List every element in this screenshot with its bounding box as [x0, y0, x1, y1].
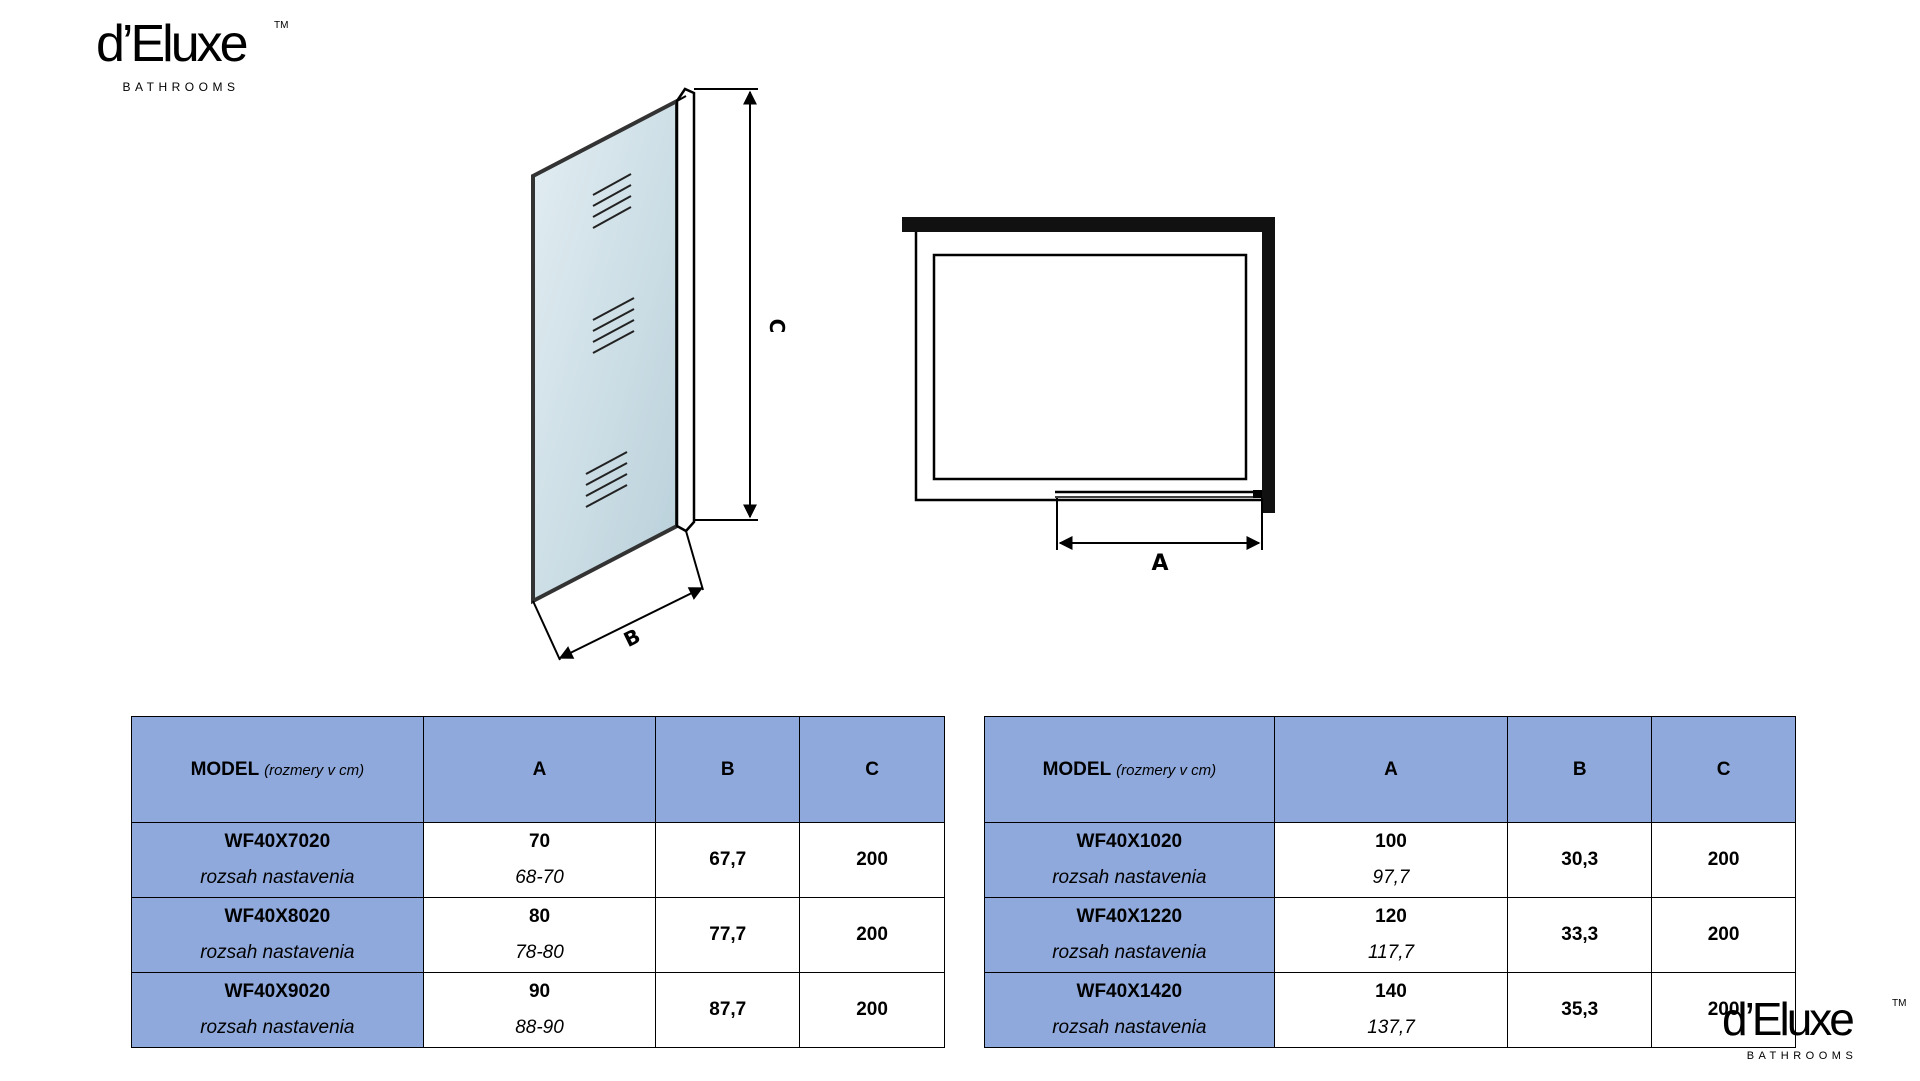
dimension-c: C: [694, 88, 789, 521]
header-c: C: [1651, 716, 1796, 823]
shower-screen-diagram: C B A: [531, 87, 1275, 661]
brand-wordmark: d’Eluxe: [96, 15, 249, 73]
b-cell: 30,3: [1507, 822, 1653, 898]
header-b: B: [1507, 716, 1653, 823]
header-c: C: [799, 716, 945, 823]
table-header-row: MODEL (rozmery v cm) A B C: [984, 716, 1796, 823]
label-b: B: [620, 624, 644, 652]
c-cell: 200: [1651, 822, 1796, 898]
brand-tagline: BATHROOMS: [1746, 1050, 1858, 1062]
b-cell: 67,7: [655, 822, 801, 898]
brand-tagline: BATHROOMS: [122, 80, 240, 94]
c-cell: 200: [799, 822, 945, 898]
c-cell: 200: [799, 897, 945, 973]
b-cell: 87,7: [655, 972, 801, 1048]
header-model: MODEL (rozmery v cm): [984, 716, 1275, 823]
header-b: B: [655, 716, 801, 823]
plan-view-drawing: [902, 217, 1275, 513]
trademark-symbol: TM: [274, 20, 289, 31]
c-cell: 200: [799, 972, 945, 1048]
brand-logo: d’Eluxe TM BATHROOMS: [96, 18, 296, 94]
c-cell: 200: [1651, 897, 1796, 973]
b-cell: 35,3: [1507, 972, 1653, 1048]
dimension-a: A: [1056, 498, 1263, 576]
b-cell: 77,7: [655, 897, 801, 973]
c-cell: 200: [1651, 972, 1796, 1048]
b-cell: 33,3: [1507, 897, 1653, 973]
brand-logo-footer: d’Eluxe TM BATHROOMS: [1722, 996, 1912, 1062]
header-a: A: [422, 716, 657, 823]
glass-panel-drawing: [531, 87, 696, 605]
header-a: A: [1273, 716, 1509, 823]
label-c: C: [765, 319, 789, 334]
label-a: A: [1151, 551, 1168, 576]
brand-wordmark: d’Eluxe: [1722, 993, 1855, 1045]
trademark-symbol: TM: [1892, 998, 1907, 1009]
table-header-row: MODEL (rozmery v cm) A B C: [131, 716, 945, 823]
header-model: MODEL (rozmery v cm): [131, 716, 424, 823]
